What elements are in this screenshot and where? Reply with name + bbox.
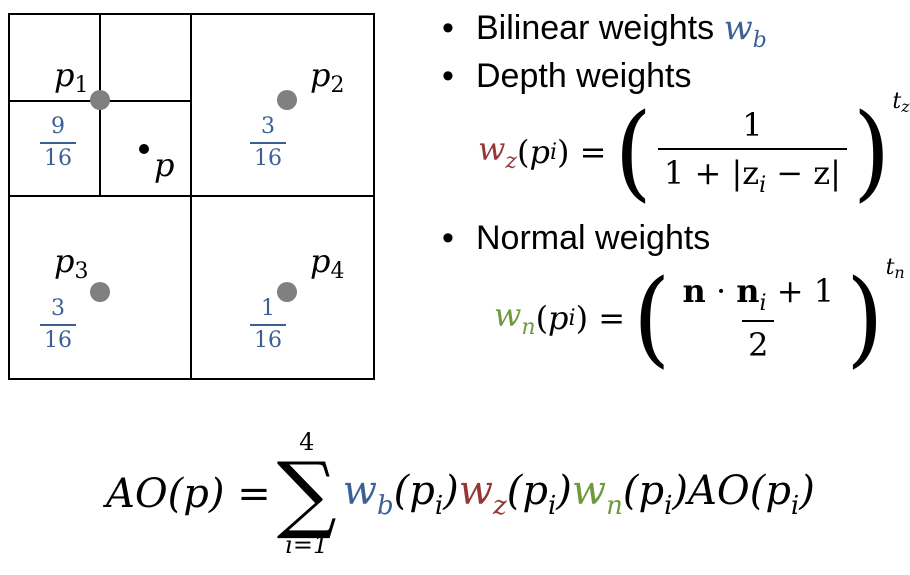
weight-p2-den: 16 bbox=[250, 142, 286, 172]
weight-p2-num: 3 bbox=[261, 114, 275, 139]
ao-term-wn: wn bbox=[571, 467, 623, 521]
sample-point-p1 bbox=[90, 90, 110, 110]
grid-lines bbox=[8, 13, 375, 380]
depth-formula-fraction: 1 1 + |zi − z| bbox=[657, 106, 847, 198]
depth-formula-exponent: tz bbox=[892, 88, 910, 116]
bullet-bilinear: • Bilinear weights wb bbox=[442, 8, 767, 61]
weight-p2: 3 16 bbox=[250, 114, 286, 172]
label-p2: p2 bbox=[310, 56, 345, 98]
bilinear-symbol: wb bbox=[723, 8, 767, 53]
normal-formula-fraction: n · ni + 1 2 bbox=[682, 272, 835, 364]
ao-lhs: AO(p) = bbox=[106, 471, 271, 517]
weight-p1-num: 9 bbox=[51, 114, 65, 139]
sample-point-p4 bbox=[277, 282, 297, 302]
normal-label: Normal weights bbox=[476, 219, 711, 257]
bullet-normal: • Normal weights bbox=[442, 218, 710, 258]
weight-p4-num: 1 bbox=[261, 296, 275, 321]
label-p1: p1 bbox=[54, 56, 89, 98]
sample-point-p3 bbox=[90, 282, 110, 302]
depth-formula-lhs: wz bbox=[478, 130, 517, 174]
weight-p3-num: 3 bbox=[51, 296, 65, 321]
weight-p1-den: 16 bbox=[40, 142, 76, 172]
weight-p4-den: 16 bbox=[250, 324, 286, 354]
bullet-depth: • Depth weights bbox=[442, 56, 691, 96]
ao-term-ao: AO(pi) bbox=[688, 467, 815, 521]
sample-point-p2 bbox=[277, 90, 297, 110]
sample-grid bbox=[8, 13, 375, 380]
normal-formula-lhs: wn bbox=[494, 296, 536, 340]
normal-formula-exponent: tn bbox=[885, 254, 905, 282]
weight-p4: 1 16 bbox=[250, 296, 286, 354]
label-query-point: p bbox=[154, 146, 175, 184]
bilinear-label: Bilinear weights bbox=[476, 9, 715, 47]
ao-term-wb: wb bbox=[342, 467, 394, 521]
ao-equation: AO(p) = 4 ∑ i=1 wb(pi) wz(pi) wn(pi) AO(… bbox=[106, 428, 815, 559]
weight-p1: 9 16 bbox=[40, 114, 76, 172]
weight-p3-den: 16 bbox=[40, 324, 76, 354]
label-p3: p3 bbox=[54, 242, 89, 284]
query-point-dot bbox=[139, 144, 149, 154]
ao-term-wz: wz bbox=[458, 467, 507, 521]
bullet-marker: • bbox=[442, 219, 454, 257]
bullet-marker: • bbox=[442, 57, 454, 95]
summation: 4 ∑ i=1 bbox=[276, 428, 337, 559]
label-p4: p4 bbox=[310, 242, 345, 284]
depth-label: Depth weights bbox=[476, 57, 692, 95]
bullet-marker: • bbox=[442, 9, 454, 47]
weight-p3: 3 16 bbox=[40, 296, 76, 354]
